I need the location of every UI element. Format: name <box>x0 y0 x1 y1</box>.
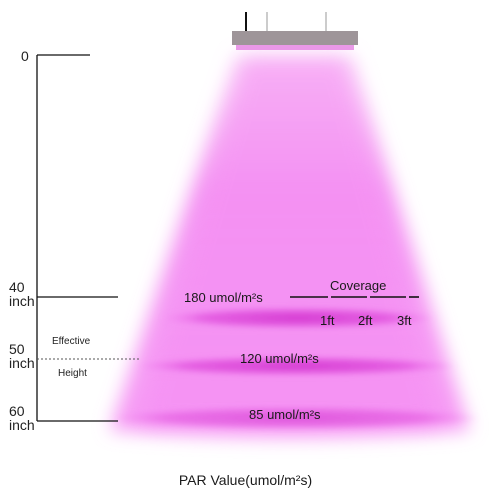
ruler-mark-60: 60 inch <box>9 404 35 432</box>
coverage-tick-2ft: 2ft <box>358 313 373 328</box>
grow-light-fixture <box>232 12 358 50</box>
ruler-mark-0: 0 <box>21 49 29 63</box>
par-value-120: 120 umol/m²s <box>240 351 319 366</box>
ruler-mark-0-value: 0 <box>21 48 29 64</box>
effective-label: Effective <box>52 336 91 347</box>
coverage-tick-1ft: 1ft <box>320 313 335 328</box>
ruler-mark-50-unit: inch <box>9 355 35 371</box>
ellipse-180 <box>160 307 436 329</box>
ruler-mark-60-value: 60 <box>9 403 25 419</box>
height-ruler <box>36 54 140 422</box>
ruler-mark-40-unit: inch <box>9 293 35 309</box>
height-label: Height <box>58 368 87 379</box>
light-beam <box>110 55 470 438</box>
ruler-mark-50-value: 50 <box>9 341 25 357</box>
ruler-mark-40-value: 40 <box>9 279 25 295</box>
coverage-title: Coverage <box>330 278 387 293</box>
ellipse-85 <box>109 406 481 430</box>
ruler-mark-60-unit: inch <box>9 417 35 433</box>
par-value-85: 85 umol/m²s <box>249 407 321 422</box>
ruler-mark-50: 50 inch <box>9 342 35 370</box>
ellipse-120 <box>134 356 458 376</box>
footer-caption: PAR Value(umol/m²s) <box>178 472 313 488</box>
par-value-180: 180 umol/m²s <box>184 290 263 305</box>
ruler-mark-40: 40 inch <box>9 280 35 308</box>
coverage-tick-3ft: 3ft <box>397 313 412 328</box>
